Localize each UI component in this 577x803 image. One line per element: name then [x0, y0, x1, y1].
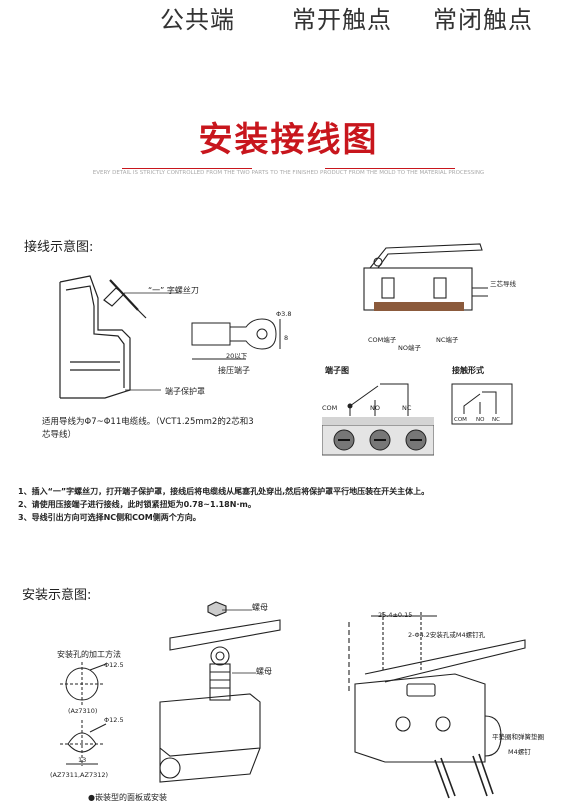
com-terminal-label: COM端子 [368, 336, 397, 344]
terminal-no-label: NO [370, 404, 380, 412]
install-heading: 安装示意图: [22, 588, 92, 603]
instruction-2: 2、请使用压接端子进行接线，此时锁紧扭矩为0.78~1.18N·m。 [18, 500, 256, 509]
terminal-nc-label: NC [402, 404, 412, 412]
nc-terminal-label: NC端子 [436, 336, 459, 344]
washer-label: 平垫圈和弹簧垫圈 [492, 733, 544, 741]
instruction-3: 3、导线引出方向可选择NC侧和COM侧两个方向。 [18, 513, 201, 522]
terminal-label: 接压端子 [218, 366, 250, 375]
switch-body-drawing [363, 243, 488, 311]
cover-label: 端子保护罩 [165, 387, 205, 396]
nut-top-leader [222, 609, 252, 611]
page-subtitle: EVERY DETAIL IS STRICTLY CONTROLLED FROM… [92, 170, 485, 176]
roller-switch-drawing [159, 601, 281, 783]
terminal-com-label: COM [322, 404, 338, 412]
terminal-schematic [347, 383, 409, 416]
title-rule-right [325, 168, 455, 169]
contact-form-diagram [451, 383, 513, 425]
bottom-cut-text: ●嵌装型的面板或安装 [88, 793, 167, 802]
no-terminal-label: NO端子 [398, 344, 421, 352]
hole-dia-2: Φ12.5 [104, 716, 124, 724]
title-rule-left [122, 168, 252, 169]
hole-diagrams [60, 662, 107, 766]
terminal-dim-length: 20以下 [226, 352, 248, 360]
screwdriver-label: “一” 字螺丝刀 [148, 286, 199, 295]
terminal-diagram-title: 端子图 [325, 366, 349, 375]
hole-method-title: 安装孔的加工方法 [57, 650, 121, 659]
screwdriver-leader [124, 292, 178, 294]
contact-no-label: NO [476, 417, 485, 423]
top-label-no: 常开触点 [292, 6, 392, 34]
top-label-common: 公共端 [160, 6, 235, 34]
mount-holes-label: 2-Φ4.2安装孔或M4螺钉孔 [408, 631, 486, 639]
nut-mid-leader [232, 672, 256, 674]
top-labels: 公共端 常开触点 常闭触点 [0, 0, 577, 40]
hole-dim-13: 13 [78, 756, 87, 764]
cover-leader [125, 389, 161, 391]
hole-dia-1: Φ12.5 [104, 661, 124, 669]
contact-nc-label: NC [492, 417, 500, 423]
instruction-1: 1、插入“一”字螺丝刀，打开端子保护罩，接线后将电缆线从尾塞孔处穿出,然后将保护… [18, 487, 430, 496]
terminal-block-image [322, 417, 434, 456]
terminal-dim-width: 8 [284, 334, 289, 342]
top-label-nc: 常闭触点 [433, 6, 533, 34]
nut-top-label: 螺母 [252, 603, 268, 612]
nut-mid-label: 螺母 [256, 667, 272, 676]
three-core-label: 三芯导线 [490, 280, 516, 288]
panel-mount-drawing [348, 612, 526, 799]
hole-model-1: (Az7310) [68, 707, 98, 715]
hole-model-2: (AZ7311,AZ7312) [50, 771, 109, 779]
dim-25-4: 25.4±0.15 [378, 611, 413, 619]
wire-note: 适用导线为Φ7~Φ11电缆线。（VCT1.25mm2的2芯和3芯导线） [42, 417, 254, 440]
contact-form-title: 接触形式 [452, 366, 484, 375]
terminal-dim-ring: Φ3.8 [276, 310, 292, 318]
wiring-heading: 接线示意图: [24, 240, 94, 255]
page-title: 安装接线图 [198, 120, 379, 160]
switch-cutaway-drawing [59, 275, 147, 399]
contact-com-label: COM [454, 417, 467, 423]
crimp-terminal-drawing [191, 318, 281, 360]
m4-screw-label: M4螺钉 [508, 748, 531, 756]
